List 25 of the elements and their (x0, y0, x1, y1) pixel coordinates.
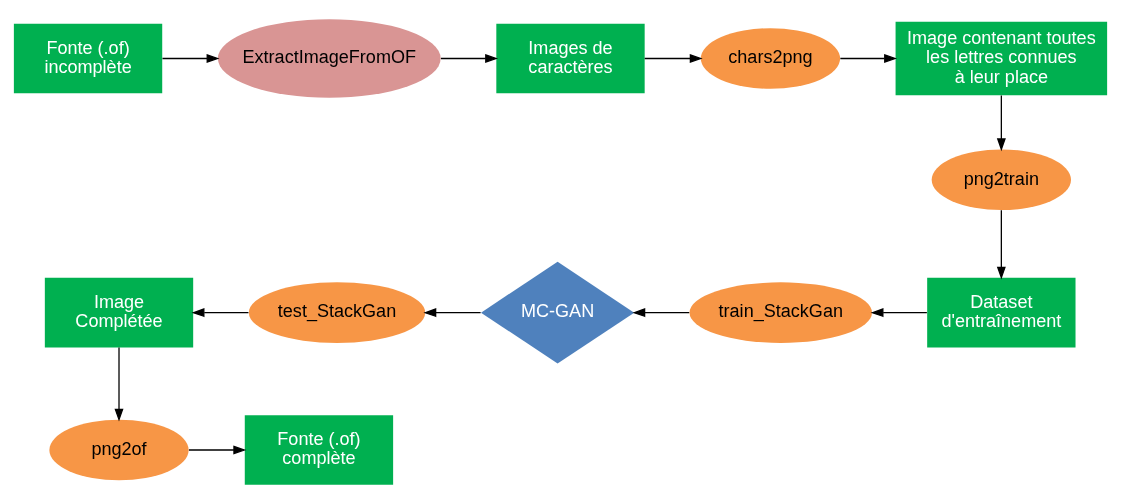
node-box: Fonte (.of) complète (244, 415, 394, 485)
arrow (161, 54, 220, 64)
arrow (996, 209, 1006, 280)
arrow (870, 308, 928, 318)
node-box: Dataset d'entraînement (927, 277, 1076, 348)
node-ellipse: test_StackGan (248, 282, 426, 343)
node-box: Fonte (.of) incomplète (13, 23, 163, 94)
node-box: Image Complétée (44, 277, 194, 348)
node-ellipse: train_StackGan (689, 282, 872, 343)
arrow (839, 54, 898, 64)
arrow (114, 346, 124, 422)
node-ellipse: ExtractImageFromOF (217, 19, 441, 98)
node-box: Images de caractères (496, 23, 645, 94)
arrow (644, 54, 703, 64)
arrow (191, 308, 250, 318)
arrow (440, 54, 499, 64)
node-ellipse: png2of (49, 419, 189, 481)
node-ellipse: png2train (931, 149, 1071, 211)
node-diamond: MC-GAN (481, 261, 635, 364)
arrow (188, 445, 247, 455)
arrow (632, 308, 690, 318)
node-ellipse: chars2png (700, 28, 841, 89)
arrow (423, 308, 482, 318)
arrow (996, 94, 1006, 152)
node-box: Image contenant toutes les lettres connues à leur place (895, 21, 1108, 96)
